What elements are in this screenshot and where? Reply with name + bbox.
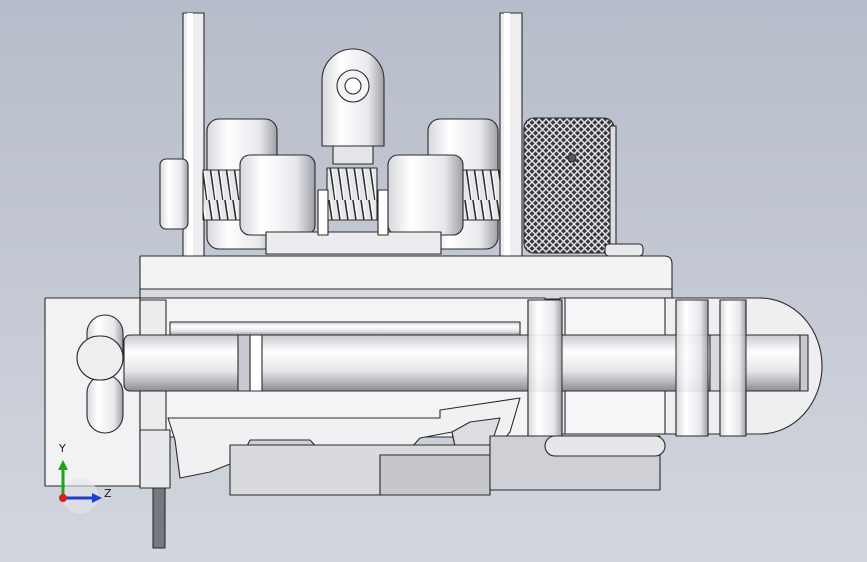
triad-graphic <box>58 460 102 514</box>
roller-mount <box>265 231 442 255</box>
right-roller <box>387 154 464 236</box>
upper-shaft <box>169 321 521 337</box>
pin <box>152 487 166 549</box>
left-roller <box>239 154 316 236</box>
left-spring <box>202 169 244 221</box>
left-slot <box>76 314 124 434</box>
left-end-cap <box>159 158 189 230</box>
right-spring <box>461 169 501 221</box>
guide-rod <box>123 334 809 392</box>
y-axis-label: Y <box>59 442 66 455</box>
center-spring <box>326 167 378 221</box>
z-axis-label: Z <box>104 487 112 500</box>
knurled-knob[interactable] <box>523 117 617 254</box>
lower-bracket <box>139 429 171 489</box>
clevis-bracket <box>321 48 385 165</box>
right-side-plate <box>499 12 523 259</box>
